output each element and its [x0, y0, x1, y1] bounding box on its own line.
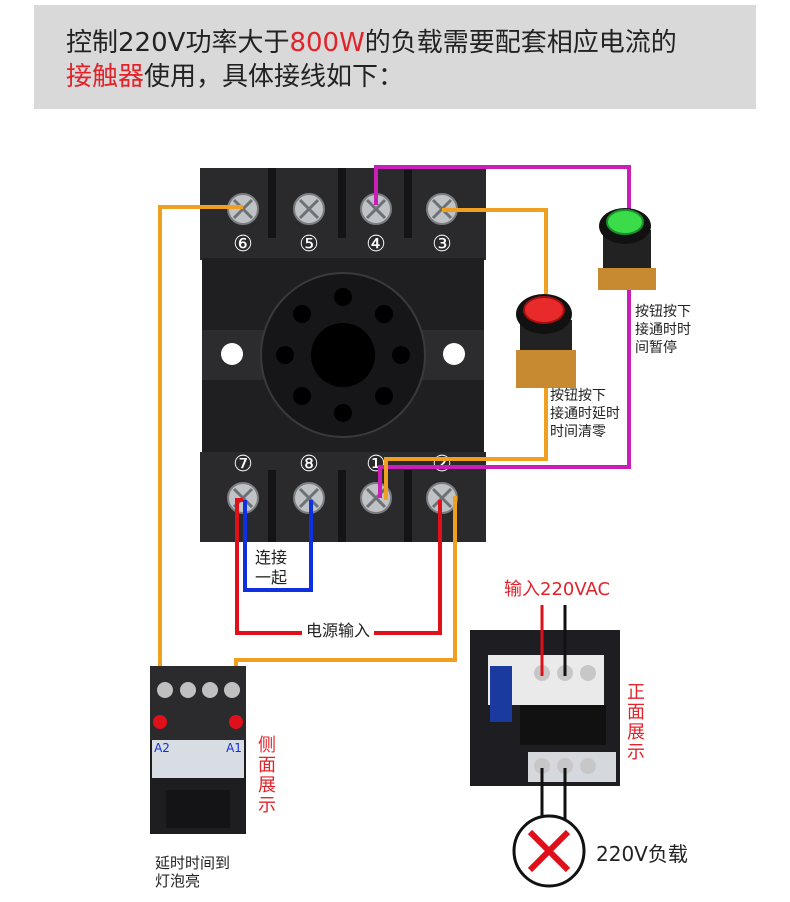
- link-label-line: 连接: [255, 548, 288, 567]
- green-pushbutton: [598, 208, 656, 290]
- wire-orange-return: [384, 385, 548, 500]
- header-highlight-power: 800W: [289, 28, 365, 58]
- header-banner: [34, 5, 756, 109]
- load-label: 220V负载: [596, 842, 688, 866]
- green-button-label-line: 按钮按下: [635, 304, 691, 320]
- header-text: 使用，具体接线如下：: [144, 62, 405, 92]
- pin-label-2: ②: [432, 452, 452, 477]
- load-lamp-icon: [512, 814, 586, 888]
- side-view-label: 侧面展示: [257, 736, 277, 816]
- pin-label-3: ③: [432, 232, 452, 257]
- terminal-a2-label: A2: [154, 741, 170, 755]
- header-line-2: 接触器使用，具体接线如下：: [66, 56, 404, 93]
- red-pushbutton: [516, 294, 576, 388]
- green-button-label-line: 接通时时: [635, 322, 691, 338]
- front-view-label: 正面展示: [626, 683, 646, 763]
- wire-red-pin7: [235, 498, 442, 635]
- terminal-a1-label: A1: [226, 741, 242, 755]
- mount-hole-right: [443, 343, 465, 365]
- delay-caption: 延时时间到 灯泡亮: [155, 854, 230, 890]
- header-highlight-contactor: 接触器: [66, 62, 145, 92]
- header-text: 控制: [66, 28, 119, 58]
- pin-label-1: ①: [366, 452, 386, 477]
- red-button-label: 按钮按下 接通时延时 时间清零: [550, 387, 620, 441]
- green-button-label: 按钮按下 接通时时 间暂停: [635, 303, 691, 357]
- wire-orange-pin6: [158, 205, 243, 719]
- mount-hole-left: [221, 343, 243, 365]
- pin-label-7: ⑦: [233, 452, 253, 477]
- link-label-line: 一起: [255, 568, 288, 587]
- power-input-label: 电源输入: [302, 622, 375, 640]
- input-220vac-label: 输入220VAC: [504, 579, 611, 600]
- front-view-text: 正面展示: [627, 682, 645, 763]
- wire-magenta-return: [378, 290, 631, 498]
- caption-line: 灯泡亮: [155, 872, 201, 890]
- red-button-label-line: 时间清零: [550, 424, 606, 440]
- link-together-label: 连接 一起: [255, 548, 287, 588]
- pin-label-4: ④: [366, 232, 386, 257]
- header-text-voltage: 220V: [118, 28, 186, 58]
- pin-label-5: ⑤: [299, 232, 319, 257]
- side-view-text: 侧面展示: [258, 735, 276, 816]
- wire-orange-pin3: [442, 208, 548, 300]
- pin-label-6: ⑥: [233, 232, 253, 257]
- header-line-1: 控制220V功率大于800W的负载需要配套相应电流的: [66, 22, 677, 59]
- contactor-front-view: [470, 605, 620, 826]
- green-button-label-line: 间暂停: [635, 340, 677, 356]
- header-text: 的负载需要配套相应电流的: [364, 28, 677, 58]
- wire-blue-link: [243, 500, 313, 592]
- header-text: 功率大于: [185, 28, 290, 58]
- caption-line: 延时时间到: [155, 854, 231, 872]
- red-button-label-line: 按钮按下: [550, 388, 606, 404]
- contactor-side-view: [150, 666, 246, 834]
- red-button-label-line: 接通时延时: [550, 406, 620, 422]
- pin-label-8: ⑧: [299, 452, 319, 477]
